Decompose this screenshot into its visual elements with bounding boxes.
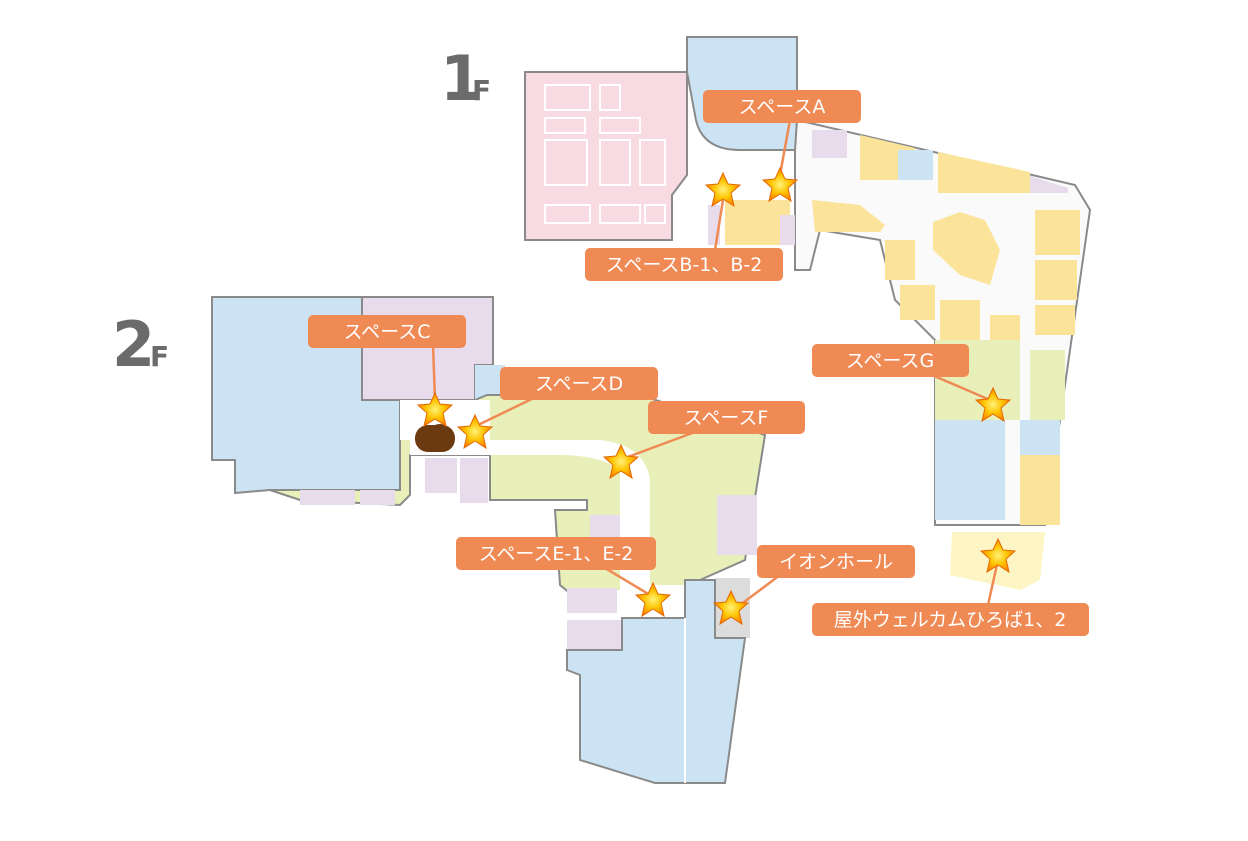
second-floor-bottom-anchor <box>566 579 747 784</box>
label-aeon-hall[interactable]: イオンホール <box>757 545 915 578</box>
label-space-c[interactable]: スペースC <box>308 315 466 348</box>
star-icon[interactable] <box>762 167 798 202</box>
first-floor-shops-blue <box>898 150 1060 520</box>
first-floor-anchor-store <box>524 71 688 241</box>
floor-number-2: 2 <box>112 308 155 381</box>
second-floor-purple-block <box>361 296 494 401</box>
label-outdoor-plaza-text: 屋外ウェルカムひろば1、2 <box>834 609 1067 631</box>
floor-title-2f: 2 F <box>112 308 169 381</box>
label-space-d-text: スペースD <box>535 373 623 395</box>
label-space-b-text: スペースB-1、B-2 <box>606 254 763 276</box>
label-space-a[interactable]: スペースA <box>703 90 861 123</box>
label-space-a-text: スペースA <box>739 96 826 118</box>
anchor-store-fixtures <box>544 84 666 224</box>
label-space-b[interactable]: スペースB-1、B-2 <box>585 248 783 281</box>
label-space-f[interactable]: スペースF <box>648 401 805 434</box>
space-labels: スペースA スペースB-1、B-2 スペースC スペースD スペースF スペース… <box>308 90 1089 636</box>
first-floor-shops-yellow <box>725 135 1080 525</box>
label-aeon-hall-text: イオンホール <box>779 551 893 573</box>
floor-unit-1: F <box>472 74 491 107</box>
label-space-c-text: スペースC <box>344 321 431 343</box>
label-space-e[interactable]: スペースE-1、E-2 <box>456 537 656 570</box>
label-space-g[interactable]: スペースG <box>812 344 969 377</box>
second-floor-shops-purple <box>300 458 757 650</box>
elevator-icon <box>415 424 455 452</box>
label-space-e-text: スペースE-1、E-2 <box>479 543 634 565</box>
floor-unit-2: F <box>150 340 169 373</box>
label-outdoor-plaza[interactable]: 屋外ウェルカムひろば1、2 <box>812 603 1089 636</box>
floor-title-1f: 1 F <box>440 42 491 115</box>
floor-number-1: 1 <box>440 42 483 115</box>
label-space-d[interactable]: スペースD <box>500 367 658 400</box>
second-floor-walkway <box>410 440 720 620</box>
label-space-g-text: スペースG <box>846 350 934 372</box>
label-space-f-text: スペースF <box>684 407 769 429</box>
